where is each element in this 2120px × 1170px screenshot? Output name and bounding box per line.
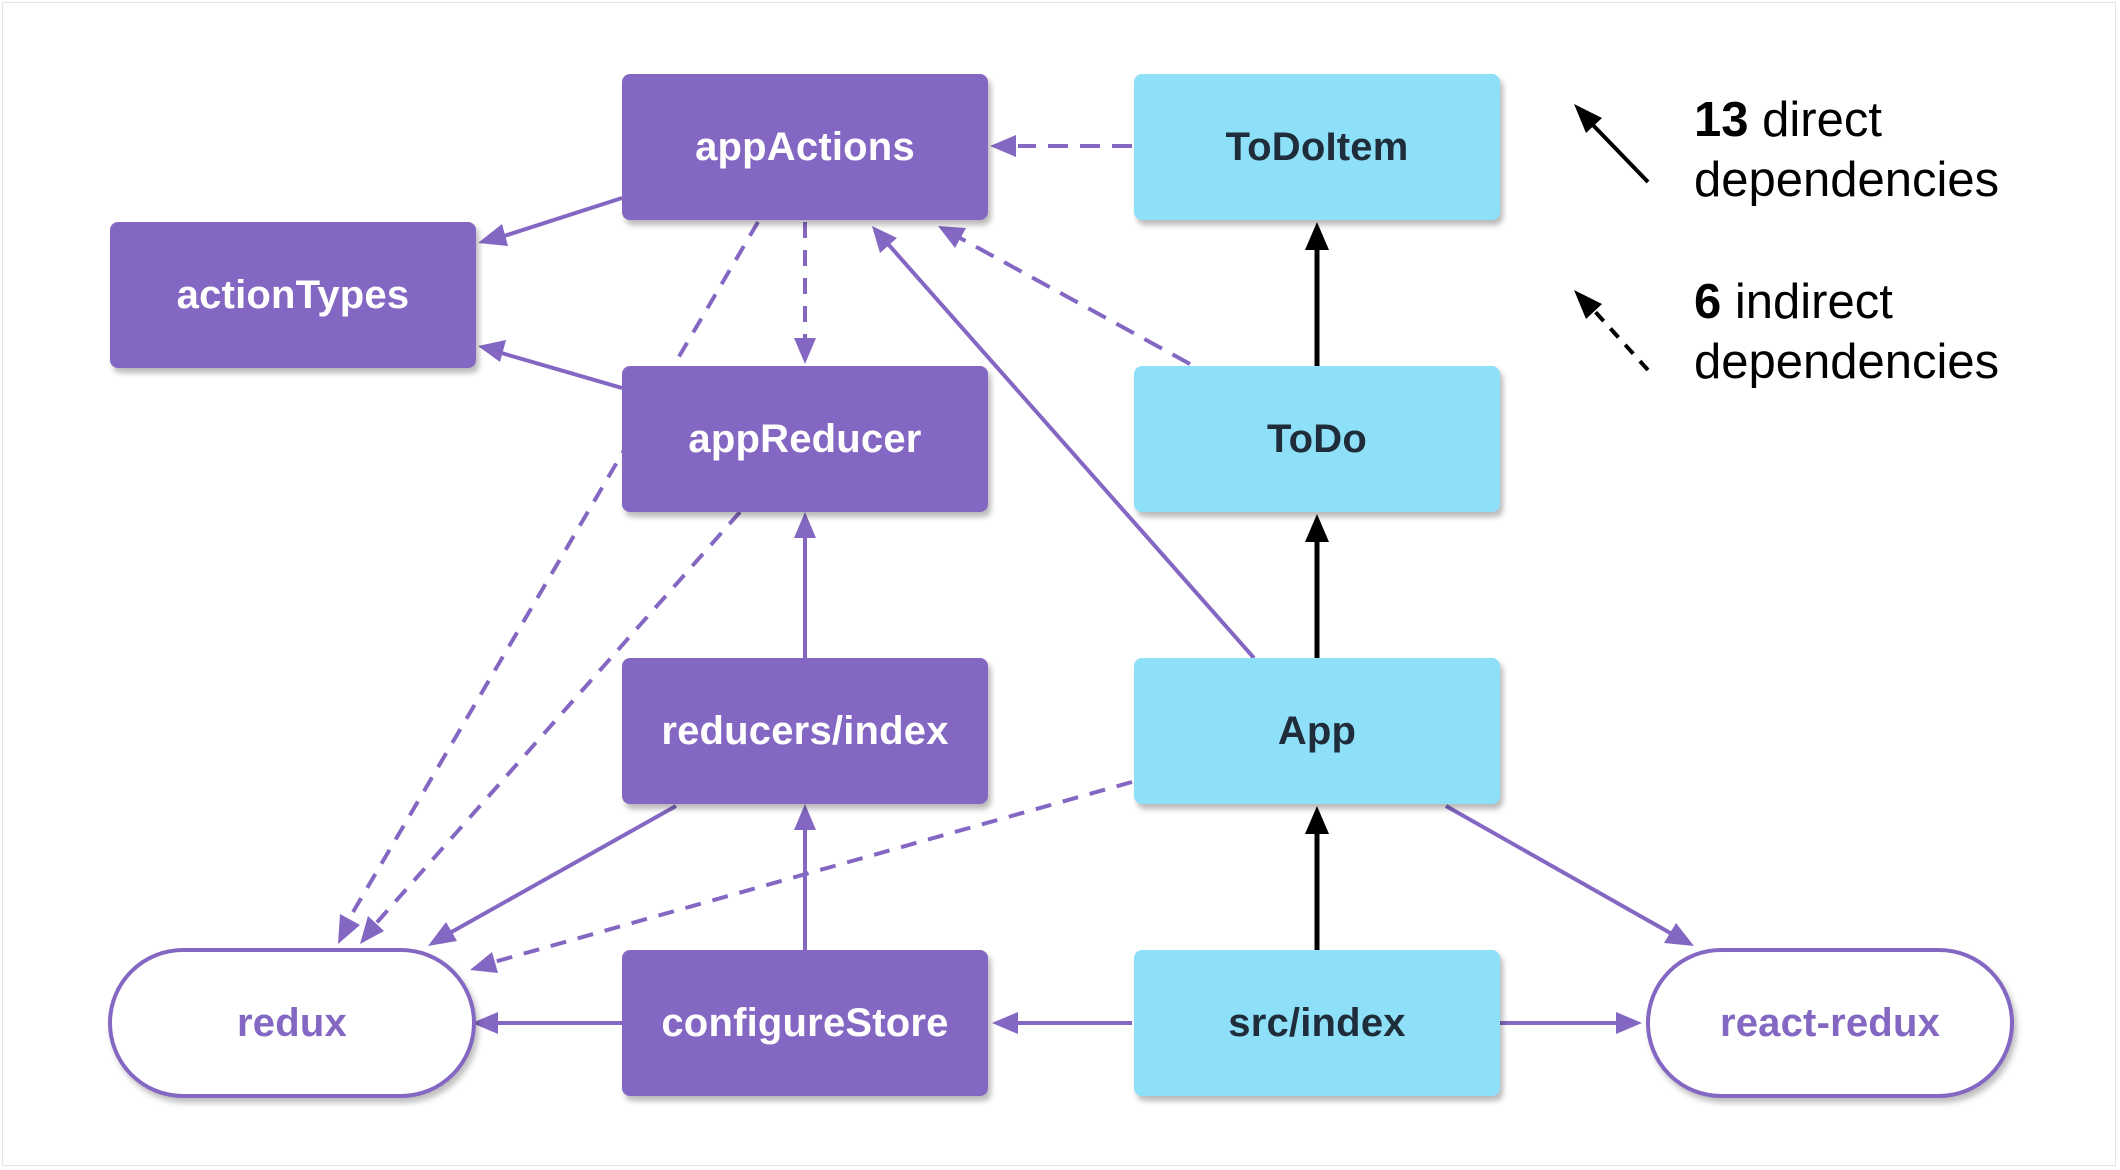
node-srcindex: src/index	[1134, 950, 1500, 1096]
node-configurestore-label: configureStore	[661, 1000, 949, 1045]
legend-direct-line1: 13 direct	[1694, 90, 1999, 150]
node-appreducer-label: appReducer	[688, 416, 922, 461]
arrowhead-srcindex-to-reactredux	[1616, 1012, 1642, 1034]
legend-indirect-line1: 6 indirect	[1694, 272, 1999, 332]
arrowhead-configurestore-to-reducersindex	[794, 804, 816, 830]
edge-reducersindex-to-redux	[447, 804, 677, 936]
node-appactions-label: appActions	[695, 124, 915, 169]
legend-direct-word: direct	[1748, 93, 1882, 147]
node-todo: ToDo	[1134, 366, 1500, 512]
node-app-label: App	[1277, 708, 1357, 753]
arrowhead-appreducer-to-redux	[360, 916, 384, 944]
node-todoitem: ToDoItem	[1134, 74, 1500, 220]
arrowhead-appactions-to-redux	[338, 914, 360, 944]
node-srcindex-label: src/index	[1228, 1000, 1406, 1045]
legend-direct-arrowhead	[1574, 104, 1602, 133]
edge-app-to-reactredux	[1445, 804, 1673, 936]
arrowhead-reducersindex-to-appreducer	[794, 512, 816, 538]
node-app: App	[1134, 658, 1500, 804]
edge-appactions-to-actiontypes	[497, 196, 623, 240]
node-reactredux: react-redux	[1646, 948, 2014, 1098]
node-todo-label: ToDo	[1266, 416, 1368, 461]
arrowhead-reducersindex-to-redux	[428, 922, 457, 946]
node-actiontypes: actionTypes	[110, 222, 476, 368]
legend-indirect-arrow-line	[1588, 304, 1650, 372]
arrowhead-app-to-appactions	[872, 226, 897, 253]
legend-direct-line2: dependencies	[1694, 153, 2000, 207]
arrowhead-todoitem-to-appactions	[990, 135, 1016, 157]
node-reducersindex: reducers/index	[622, 658, 988, 804]
node-todoitem-label: ToDoItem	[1225, 124, 1409, 169]
arrowhead-srcindex-to-app	[1305, 806, 1329, 834]
arrowhead-configurestore-to-redux	[472, 1012, 498, 1034]
legend-direct-arrow-line	[1588, 120, 1650, 184]
legend-indirect-line2: dependencies	[1694, 335, 2000, 389]
node-configurestore: configureStore	[622, 950, 988, 1096]
node-actiontypes-label: actionTypes	[176, 272, 410, 317]
legend-direct: 13 direct dependencies	[1694, 90, 1999, 210]
arrowhead-srcindex-to-configurestore	[992, 1012, 1018, 1034]
arrowhead-appactions-to-appreducer	[794, 338, 816, 364]
arrowhead-app-to-reactredux	[1664, 923, 1694, 946]
edge-todo-to-appactions	[959, 236, 1191, 366]
legend-indirect: 6 indirect dependencies	[1694, 272, 1999, 392]
node-redux: redux	[108, 948, 476, 1098]
arrowhead-app-to-redux	[470, 952, 498, 973]
edge-appactions-to-redux	[344, 220, 760, 926]
legend-direct-count: 13	[1694, 93, 1749, 147]
arrowhead-todo-to-appactions	[938, 226, 966, 248]
edge-appreducer-to-actiontypes	[497, 350, 623, 390]
edge-appreducer-to-redux	[370, 510, 742, 930]
node-appactions: appActions	[622, 74, 988, 220]
legend-indirect-arrowhead	[1574, 290, 1602, 319]
arrowhead-app-to-todo	[1305, 514, 1329, 542]
node-appreducer: appReducer	[622, 366, 988, 512]
edge-app-to-redux	[493, 780, 1133, 964]
node-reducersindex-label: reducers/index	[661, 708, 949, 753]
arrowhead-appactions-to-actiontypes	[478, 224, 508, 246]
arrowhead-appreducer-to-actiontypes	[478, 340, 506, 362]
arrowhead-todo-to-todoitem	[1305, 222, 1329, 250]
node-reactredux-label: react-redux	[1719, 1000, 1941, 1045]
node-redux-label: redux	[237, 1000, 347, 1045]
legend-indirect-count: 6	[1694, 275, 1722, 329]
legend-indirect-word: indirect	[1721, 275, 1893, 329]
edge-app-to-appactions	[886, 242, 1256, 660]
